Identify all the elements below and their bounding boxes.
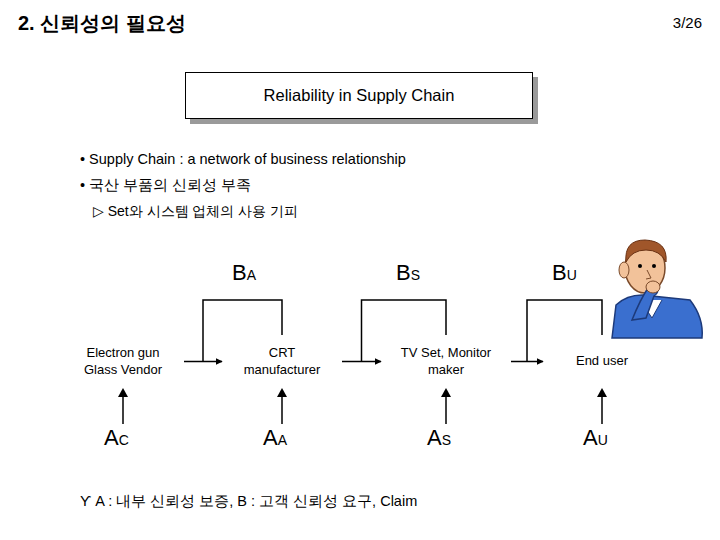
node-text: End user [576,353,628,370]
process-box: TV Set, Monitor maker [381,335,511,388]
sub-bullet-text: ▷ Set와 시스템 업체의 사용 기피 [93,203,298,221]
arrow-head [118,388,128,397]
arrow-heads [118,388,607,397]
process-box: Electron gun Glass Vendor [62,335,184,388]
bullet-text: • 국산 부품의 신뢰성 부족 [80,176,251,195]
node-text: CRT manufacturer [234,345,330,379]
process-box: CRT manufacturer [222,335,342,388]
up-arrow [122,394,124,424]
slide-title: 2. 신뢰성의 필요성 [18,10,186,37]
up-arrow [445,394,447,424]
ear [619,262,629,278]
shirt [612,295,702,338]
process-box: End user [543,335,661,388]
up-arrow [601,394,603,424]
hand [646,281,660,293]
assurance-label: AS [427,427,451,449]
footnote: ϒ A : 내부 신뢰성 보증, B : 고객 신뢰성 요구, Claim [80,492,417,511]
heading-box: Reliability in Supply Chain [185,72,533,119]
arrow-head [597,388,607,397]
feedback-connector [184,300,282,362]
eye [652,264,656,268]
bullet-text: • Supply Chain : a network of business r… [80,151,406,167]
assurance-label: AA [263,427,287,449]
assurance-arrows [123,394,602,424]
thinking-man [612,240,702,338]
assurance-label: AU [583,427,608,449]
claim-label: BS [396,262,420,284]
page-number: 3/26 [640,14,702,31]
node-text: TV Set, Monitor maker [398,345,494,379]
node-text: Reliability in Supply Chain [264,86,455,105]
claim-label: BA [232,262,256,284]
claim-label: BU [552,262,577,284]
feedback-connector [511,300,602,362]
assurance-label: AC [104,427,129,449]
eye [638,264,642,268]
arrow-head [441,388,451,397]
nose [646,270,651,279]
arrow-head [277,388,287,397]
node-text: Electron gun Glass Vendor [74,345,172,379]
up-arrow [281,394,283,424]
hair [626,240,666,262]
